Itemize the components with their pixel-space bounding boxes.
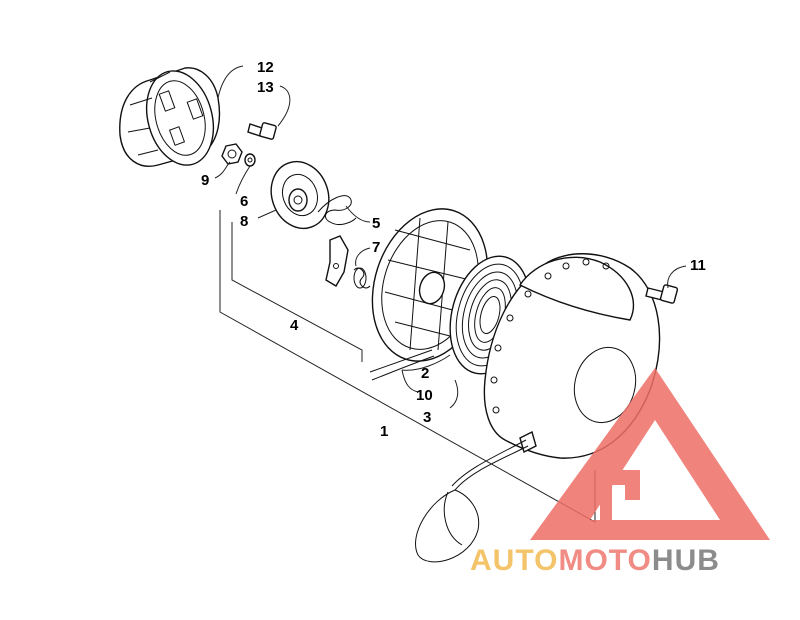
watermark-text: AUTOMOTOHUB [470, 544, 720, 577]
callout-8: 8 [240, 213, 248, 230]
callout-12: 12 [257, 59, 274, 76]
watermark-triangle-icon [530, 368, 770, 540]
callout-13: 13 [257, 79, 274, 96]
part-wire-spring-5 [317, 195, 357, 225]
part-bolt-13 [247, 122, 277, 140]
callout-7: 7 [372, 239, 380, 256]
part-nut-9 [221, 143, 243, 165]
callout-6: 6 [240, 193, 248, 210]
part-recoil-cup [119, 67, 221, 167]
part-small-spring-7 [353, 267, 371, 289]
part-starter-housing-1 [483, 253, 661, 459]
callout-2: 2 [421, 365, 429, 382]
watermark-hub: HUB [652, 544, 720, 577]
watermark-inner-mark-icon [600, 470, 640, 520]
callout-5: 5 [372, 215, 380, 232]
watermark-logo [530, 368, 770, 540]
watermark-moto: MOTO [558, 544, 651, 577]
svg-text:AUTOMOTOHUB: AUTOMOTOHUB [470, 544, 720, 577]
callout-10: 10 [416, 387, 433, 404]
callout-9: 9 [201, 172, 209, 189]
callout-11: 11 [690, 257, 706, 274]
part-pull-rope [415, 439, 529, 563]
part-pulley-8 [270, 160, 330, 230]
part-bolt-11 [645, 284, 679, 304]
callout-labels: 1 2 3 4 5 6 7 8 9 10 11 12 13 [201, 59, 706, 440]
callout-4: 4 [290, 317, 299, 334]
callout-1: 1 [380, 423, 388, 440]
part-pawl [325, 235, 349, 287]
part-washer-6 [244, 153, 256, 167]
callout-3: 3 [423, 409, 431, 426]
watermark-auto: AUTO [470, 544, 558, 577]
